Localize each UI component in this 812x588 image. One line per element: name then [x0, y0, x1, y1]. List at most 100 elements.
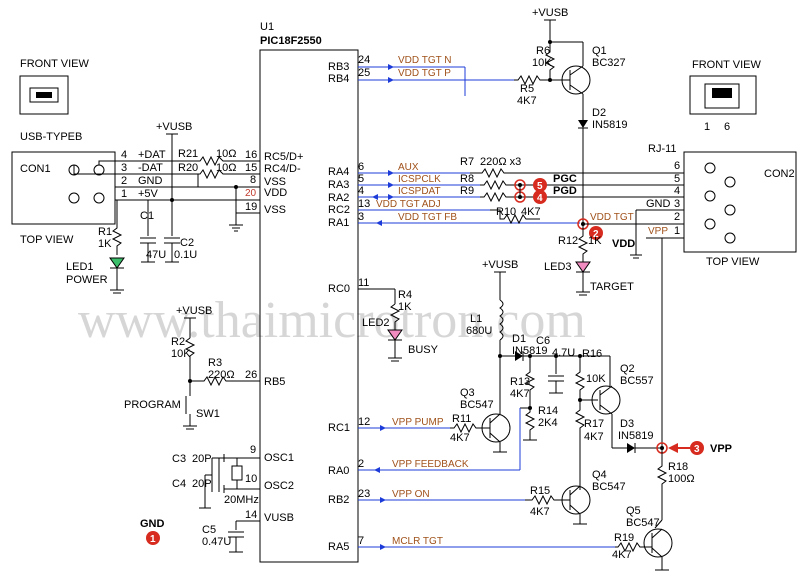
- led3-label: LED3: [544, 261, 572, 273]
- pin-num-4: 4: [358, 185, 364, 197]
- watermark: www.thaimicrotron.com: [78, 292, 586, 349]
- r14-label: R14: [538, 405, 558, 417]
- marker-2-num: 2: [593, 229, 599, 240]
- led3-value: TARGET: [590, 281, 634, 293]
- power-led-caps: R1 1K LED1 POWER C1 47U C2 0.1U: [66, 200, 197, 294]
- d3-label: D3: [620, 418, 634, 430]
- r5-label: R5: [520, 83, 534, 95]
- c2-label: C2: [180, 237, 194, 249]
- r21-r20: R21 10Ω R20 10Ω: [176, 148, 260, 187]
- pin-num-23: 23: [358, 488, 370, 500]
- signal-icspdat: ICSPDAT: [398, 186, 441, 197]
- r2-value: 10K: [171, 348, 191, 360]
- usb-pin4-num: 4: [121, 149, 127, 161]
- pin-rc1: RC1: [328, 422, 350, 434]
- pin-rc4: RC4/D-: [264, 163, 301, 175]
- c4-value: 20P: [192, 478, 212, 490]
- pin-num-11: 11: [358, 277, 369, 289]
- rj-pgc-label: PGC: [553, 173, 577, 185]
- l1-label: L1: [470, 313, 482, 325]
- program-switch: +VUSB R2 10K R3 220Ω PROGRAM SW1: [124, 305, 260, 430]
- xtal-icon: [231, 465, 243, 481]
- r7-value: 220Ω x3: [480, 156, 521, 168]
- usb-front-view: FRONT VIEW: [20, 58, 89, 70]
- l1-value: 680U: [466, 325, 492, 337]
- pin-num-26: 26: [245, 369, 257, 381]
- rj-name: RJ-11: [648, 143, 677, 155]
- c5-label: C5: [202, 524, 216, 536]
- marker-5-num: 5: [537, 181, 543, 192]
- signal-vpp-feedback: VPP FEEDBACK: [392, 459, 469, 470]
- pin-num-7: 7: [358, 535, 364, 547]
- marker-4-num: 4: [537, 193, 543, 204]
- ic-body: [259, 49, 359, 563]
- pin-rb3: RB3: [328, 61, 349, 73]
- c4-label: C4: [172, 478, 186, 490]
- ic-right-wires: [358, 64, 615, 550]
- signal-vdd-tgt-p: VDD TGT P: [398, 68, 451, 79]
- r20-label: R20: [178, 162, 198, 174]
- r6-value: 10K: [532, 57, 552, 69]
- c1-label: C1: [140, 210, 154, 222]
- vpp-boost: +VUSB L1 680U D1 IN5819 C6 4.7U R13 4K7 …: [450, 259, 732, 571]
- q5-icon: [643, 528, 673, 558]
- xtal-value: 20MHz: [224, 494, 259, 506]
- pin-osc1: OSC1: [264, 452, 294, 464]
- q1-value: BC327: [592, 57, 626, 69]
- q4-label: Q4: [592, 469, 607, 481]
- r18-value: 100Ω: [668, 473, 695, 485]
- rj11-connector: FRONT VIEW 1 6 RJ-11 CON2 TOP VIEW 6 5 4…: [630, 59, 797, 450]
- r19-value: 4K7: [612, 549, 632, 561]
- usb-name: USB-TYPEB: [20, 131, 82, 143]
- program-label: PROGRAM: [124, 399, 181, 411]
- r11-value: 4K7: [450, 432, 470, 444]
- d1-value: IN5819: [512, 345, 547, 357]
- pin-num-2: 2: [358, 458, 364, 470]
- r7-label: R7: [460, 156, 474, 168]
- r10-label: R10: [496, 206, 516, 218]
- pin-ra2: RA2: [328, 192, 349, 204]
- pin-rc2: RC2: [328, 204, 350, 216]
- marker-3: [690, 441, 704, 455]
- pin-rb2: RB2: [328, 494, 349, 506]
- marker-3-num: 3: [694, 444, 700, 455]
- usb-front-contact: [36, 92, 52, 98]
- d3-value: IN5819: [618, 430, 653, 442]
- pin-num-5: 5: [358, 173, 364, 185]
- led2-icon: [387, 329, 403, 341]
- r19-label: R19: [614, 532, 634, 544]
- led2-value: BUSY: [408, 344, 439, 356]
- busy-led: R4 1K LED2 BUSY: [362, 289, 439, 362]
- usb-top-view: TOP VIEW: [20, 234, 74, 246]
- usb-con1: CON1: [20, 163, 51, 175]
- pin-num-19: 19: [245, 201, 257, 213]
- usb-pin4-name: +DAT: [138, 149, 166, 161]
- r13-value: 4K7: [510, 388, 530, 400]
- r21-value: 10Ω: [216, 148, 236, 160]
- r1-label: R1: [98, 226, 112, 238]
- vusb-label-top: +VUSB: [156, 121, 192, 133]
- r11-label: R11: [452, 413, 471, 425]
- c5-value: 0.47U: [202, 536, 231, 548]
- marker-gnd: GND 1: [140, 518, 165, 545]
- usb-pin2-name: GND: [138, 175, 163, 187]
- r17-label: R17: [584, 418, 604, 430]
- rj-con2: CON2: [764, 168, 795, 180]
- usb-pin2-num: 2: [121, 175, 127, 187]
- r3-label: R3: [208, 357, 222, 369]
- q1-label: Q1: [592, 45, 607, 57]
- rj-front-view: FRONT VIEW: [692, 59, 761, 71]
- pin-num-9: 9: [250, 444, 256, 456]
- rj-vdd-tgt-label: VDD TGT: [590, 212, 634, 223]
- sw1-label: SW1: [196, 408, 220, 420]
- d3-icon: [627, 443, 635, 453]
- vusb-label-r2: +VUSB: [176, 305, 212, 317]
- pin-vss-8: VSS: [264, 176, 286, 188]
- marker-2-label: VDD: [612, 238, 635, 250]
- r4-value: 1K: [398, 301, 412, 313]
- r15-label: R15: [530, 485, 550, 497]
- pin-num-25: 25: [358, 67, 370, 79]
- pin-ra1: RA1: [328, 217, 349, 229]
- rj-gnd-label: GND: [646, 198, 671, 210]
- c1-value: 47U: [146, 249, 166, 261]
